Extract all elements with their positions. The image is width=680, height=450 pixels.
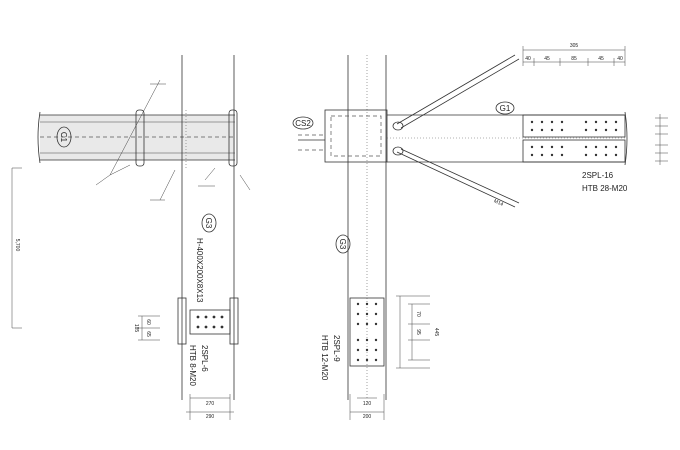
right-beam-splice-top xyxy=(522,114,626,138)
right-top-dim-total: 305 xyxy=(570,43,579,49)
left-plate-dim-1: 185 xyxy=(133,324,139,333)
left-leader-5 xyxy=(239,174,251,191)
right-diagonal-lower-1 xyxy=(396,151,516,208)
left-leader-3 xyxy=(159,169,176,201)
right-diagonal-upper-1 xyxy=(396,54,516,125)
left-beam-tag-bubble xyxy=(56,126,72,148)
left-column-section: H-400X200X8X13 xyxy=(195,238,204,303)
right-joint-inner xyxy=(330,115,382,157)
left-splice-plate xyxy=(189,309,231,335)
right-column-splice-bolts xyxy=(356,302,378,362)
left-beam-break-line xyxy=(37,111,41,164)
left-collar-2 xyxy=(228,109,238,167)
right-brace-clevis-lower xyxy=(392,146,404,156)
right-bolts-label: HTB 28-M20 xyxy=(582,184,628,193)
right-column-splice-plate xyxy=(349,297,385,367)
left-splice-plate-label: 2SPL-6 xyxy=(200,345,209,372)
right-side-dim-2: 95 xyxy=(415,329,421,335)
right-bottom-dim-1: 120 xyxy=(363,401,372,407)
right-joint-box xyxy=(324,109,388,163)
right-side-dim-total: 445 xyxy=(433,328,439,337)
right-diagonal-upper-2 xyxy=(400,58,520,129)
right-column-splice-label: 2SPL-9 xyxy=(332,335,341,362)
right-side-dim-1: 70 xyxy=(415,311,421,317)
right-splice-plate-label: 2SPL-16 xyxy=(582,171,614,180)
left-beam-tag: C1 xyxy=(59,132,68,143)
right-top-dim-4: 45 xyxy=(598,56,604,62)
left-height-dim-text: 5,700 xyxy=(14,239,20,252)
right-diagonal-lower-2 xyxy=(400,148,520,204)
left-leader-4 xyxy=(204,167,216,181)
right-top-dim-5: 40 xyxy=(617,56,623,62)
right-connection-detail: CS2 G1 M14 xyxy=(292,43,668,420)
left-collar-1 xyxy=(135,109,145,167)
right-top-dim-3: 85 xyxy=(571,56,577,62)
left-plate-dim-3: 65 xyxy=(145,331,151,337)
right-top-dim-2: 45 xyxy=(544,56,550,62)
left-column-tag: G3 xyxy=(204,218,213,229)
left-splice-side-1 xyxy=(177,297,187,345)
right-column-bolts-label: HTB 12-M20 xyxy=(320,335,329,381)
right-column-tag: G3 xyxy=(338,239,347,250)
right-beam-splice-bolts xyxy=(530,120,618,157)
right-beam-splice-bottom xyxy=(522,139,626,163)
right-column-tag-bubble xyxy=(335,234,351,254)
right-beam-tag-bubble xyxy=(495,101,515,115)
right-beam-break-line xyxy=(624,111,628,166)
left-connection-detail: C1 G3 H-400X200X8X13 5,700 xyxy=(11,55,251,420)
left-splice-bolts xyxy=(196,315,224,329)
left-bottom-dim-1: 270 xyxy=(206,401,215,407)
right-brace-tag: CS2 xyxy=(295,119,311,128)
left-leader-2 xyxy=(109,164,131,176)
right-brace-tag-bubble xyxy=(292,116,314,130)
left-bolts-label: HTB 8-M20 xyxy=(188,345,197,386)
left-plate-dim-2: 60 xyxy=(145,319,151,325)
right-brace-label: M14 xyxy=(493,198,505,208)
right-beam-tag: G1 xyxy=(500,104,511,113)
left-column-tag-bubble xyxy=(201,213,217,233)
left-bottom-dim-2: 290 xyxy=(206,414,215,420)
right-brace-clevis-upper xyxy=(392,121,404,131)
right-bottom-dim-2: 200 xyxy=(363,414,372,420)
right-top-dim-1: 40 xyxy=(525,56,531,62)
